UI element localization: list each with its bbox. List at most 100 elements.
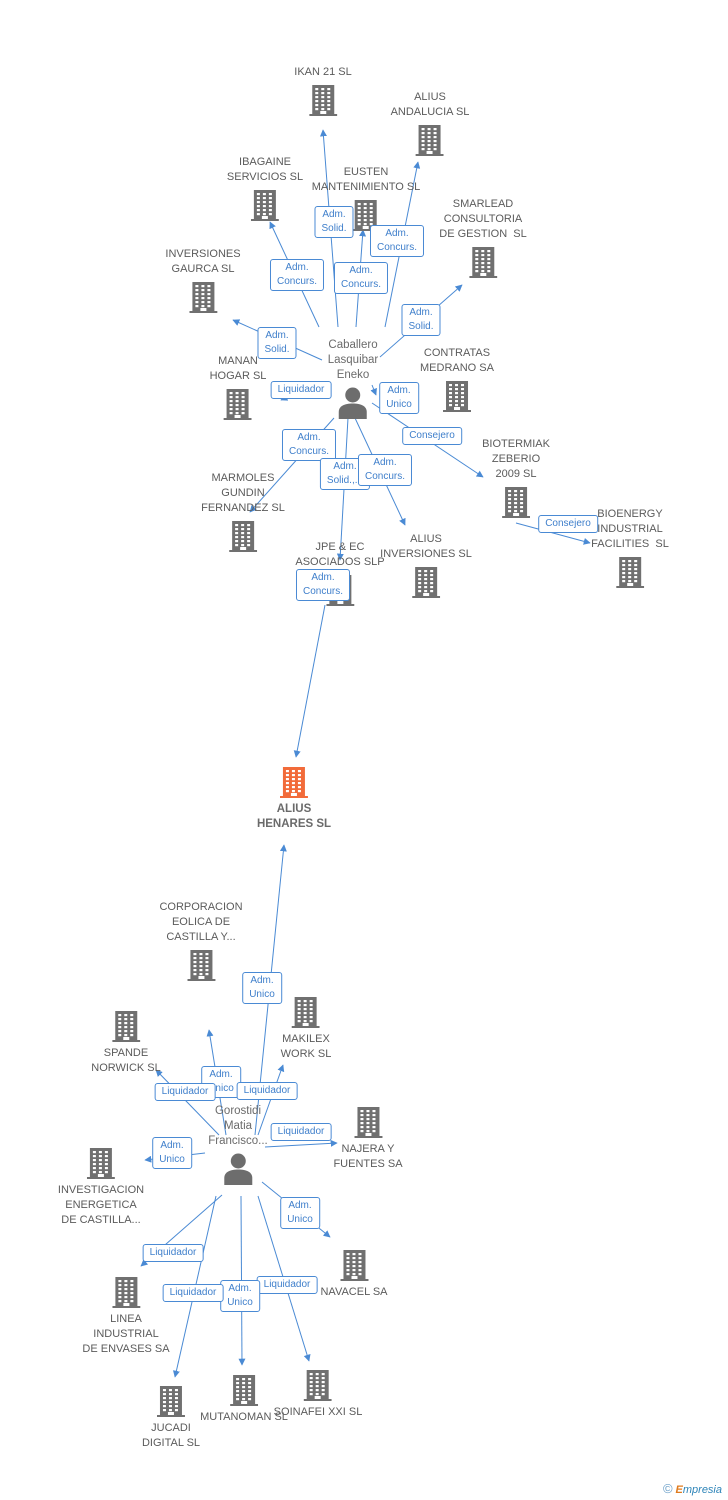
edge-gorostidi-to-najera bbox=[264, 1139, 338, 1148]
building-icon bbox=[223, 516, 263, 556]
node-label: IBAGAINE SERVICIOS SL bbox=[226, 156, 304, 183]
node-soinafei[interactable]: SOINAFEI XXI SL bbox=[274, 1365, 362, 1420]
node-spande[interactable]: SPANDE NORWICK SL bbox=[91, 1006, 161, 1076]
node-label: ALIUS HENARES SL bbox=[256, 803, 332, 830]
node-bioenergy[interactable]: BIOENERGY INDUSTRIAL FACILITIES SL bbox=[591, 507, 669, 592]
node-label: MANAN HOGAR SL bbox=[209, 355, 267, 382]
node-jucadi[interactable]: JUCADI DIGITAL SL bbox=[142, 1381, 200, 1451]
node-label: MARMOLES GUNDIN FERNANDEZ SL bbox=[201, 472, 285, 514]
node-ibagaine[interactable]: IBAGAINE SERVICIOS SL bbox=[227, 155, 303, 225]
node-label: SMARLEAD CONSULTORIA DE GESTION SL bbox=[439, 198, 527, 240]
node-label: INVESTIGACION ENERGETICA DE CASTILLA... bbox=[57, 1184, 145, 1226]
building-icon bbox=[181, 945, 221, 985]
edge-label-mutanoman[interactable]: Adm. Unico bbox=[220, 1280, 260, 1312]
person-icon bbox=[337, 385, 369, 419]
building-icon bbox=[334, 1245, 374, 1285]
edge-label-makilex[interactable]: Liquidador bbox=[236, 1082, 298, 1100]
edge-label-bioenergy[interactable]: Consejero bbox=[538, 515, 598, 533]
node-mananhogar[interactable]: MANAN HOGAR SL bbox=[209, 354, 267, 424]
edge-label-marmoles[interactable]: Adm. Concurs. bbox=[281, 429, 337, 461]
edge-label-contratas[interactable]: Adm. Unico bbox=[379, 382, 419, 414]
node-biotermiak[interactable]: BIOTERMIAK ZEBERIO 2009 SL bbox=[482, 437, 550, 522]
node-label: CONTRATAS MEDRANO SA bbox=[420, 347, 494, 374]
node-navacel[interactable]: NAVACEL SA bbox=[320, 1245, 388, 1300]
person-icon bbox=[222, 1151, 254, 1185]
node-label: BIOTERMIAK ZEBERIO 2009 SL bbox=[482, 438, 550, 480]
edge-label-linea[interactable]: Liquidador bbox=[142, 1244, 204, 1262]
edge-label-ibagaine[interactable]: Adm. Concurs. bbox=[269, 259, 325, 291]
node-eusten[interactable]: EUSTEN MANTENIMIENTO SL bbox=[311, 165, 421, 235]
edge-label-aliusinv[interactable]: Adm. Concurs. bbox=[357, 454, 413, 486]
node-makilex[interactable]: MAKILEX WORK SL bbox=[280, 992, 332, 1062]
building-icon bbox=[610, 552, 650, 592]
edges-layer bbox=[140, 129, 591, 1378]
node-label: JUCADI DIGITAL SL bbox=[141, 1422, 201, 1449]
edge-label-navacel[interactable]: Adm. Unico bbox=[280, 1197, 320, 1229]
edge-label-aliusandalucia[interactable]: Adm. Concurs. bbox=[369, 225, 425, 257]
node-label: INVERSIONES GAURCA SL bbox=[165, 248, 241, 275]
edge-label-smarlead[interactable]: Adm. Solid. bbox=[401, 304, 441, 336]
node-aliushenares[interactable]: ALIUS HENARES SL bbox=[257, 762, 331, 832]
building-icon bbox=[406, 562, 446, 602]
edge-label-investigacion[interactable]: Adm. Unico bbox=[152, 1137, 192, 1169]
building-icon bbox=[106, 1006, 146, 1046]
node-marmoles[interactable]: MARMOLES GUNDIN FERNANDEZ SL bbox=[201, 471, 285, 556]
node-label: LINEA INDUSTRIAL DE ENVASES SA bbox=[82, 1313, 170, 1355]
node-contratas[interactable]: CONTRATAS MEDRANO SA bbox=[420, 346, 494, 416]
node-label: EUSTEN MANTENIMIENTO SL bbox=[311, 166, 421, 193]
node-label: SPANDE NORWICK SL bbox=[91, 1047, 161, 1074]
building-icon bbox=[274, 762, 314, 802]
edge-label-mananhogar[interactable]: Liquidador bbox=[270, 381, 332, 399]
building-icon bbox=[81, 1143, 121, 1183]
node-mutanoman[interactable]: MUTANOMAN SL bbox=[200, 1370, 288, 1425]
edge-biotermiak-to-bioenergy bbox=[515, 522, 591, 545]
node-label: Caballero Lasquibar Eneko bbox=[327, 339, 379, 381]
node-corporacion[interactable]: CORPORACION EOLICA DE CASTILLA Y... bbox=[159, 900, 243, 985]
edge-label-najera[interactable]: Liquidador bbox=[270, 1123, 332, 1141]
building-icon bbox=[218, 384, 258, 424]
node-label: Gorostidi Matia Francisco... bbox=[208, 1105, 268, 1147]
building-icon bbox=[224, 1370, 264, 1410]
copyright-symbol: © bbox=[662, 1481, 673, 1496]
edge-label-soinafei[interactable]: Liquidador bbox=[256, 1276, 318, 1294]
building-icon bbox=[183, 277, 223, 317]
node-label: MAKILEX WORK SL bbox=[280, 1033, 332, 1060]
edge-label-aliushenares[interactable]: Adm. Concurs. bbox=[295, 569, 351, 601]
node-ikan21[interactable]: IKAN 21 SL bbox=[294, 65, 352, 120]
node-label: ALIUS INVERSIONES SL bbox=[380, 533, 472, 560]
node-label: MUTANOMAN SL bbox=[200, 1411, 288, 1423]
footer-brand[interactable]: ©Empresia bbox=[663, 1481, 722, 1496]
edge-label-aliushenares[interactable]: Adm. Unico bbox=[242, 972, 282, 1004]
node-label: JPE & EC ASOCIADOS SLP bbox=[295, 541, 385, 568]
edge-caballero-to-aliushenares bbox=[293, 604, 326, 758]
edge-label-jucadi[interactable]: Liquidador bbox=[162, 1284, 224, 1302]
node-label: BIOENERGY INDUSTRIAL FACILITIES SL bbox=[591, 508, 669, 550]
node-caballero[interactable]: Caballero Lasquibar Eneko bbox=[327, 338, 379, 419]
node-label: ALIUS ANDALUCIA SL bbox=[390, 91, 470, 118]
edge-label-spande[interactable]: Liquidador bbox=[154, 1083, 216, 1101]
building-icon bbox=[286, 992, 326, 1032]
building-icon bbox=[303, 80, 343, 120]
node-smarlead[interactable]: SMARLEAD CONSULTORIA DE GESTION SL bbox=[439, 197, 527, 282]
building-icon bbox=[346, 195, 386, 235]
brand-name: mpresia bbox=[682, 1484, 722, 1496]
node-najera[interactable]: NAJERA Y FUENTES SA bbox=[333, 1102, 403, 1172]
node-label: CORPORACION EOLICA DE CASTILLA Y... bbox=[159, 901, 243, 943]
edge-label-eusten[interactable]: Adm. Concurs. bbox=[333, 262, 389, 294]
edge-label-gaurca[interactable]: Adm. Solid. bbox=[257, 327, 297, 359]
node-aliusandalucia[interactable]: ALIUS ANDALUCIA SL bbox=[390, 90, 470, 160]
edge-label-ikan21[interactable]: Adm. Solid. bbox=[314, 206, 354, 238]
node-label: NAJERA Y FUENTES SA bbox=[333, 1143, 403, 1170]
building-icon bbox=[437, 376, 477, 416]
edge-label-biotermiak[interactable]: Consejero bbox=[402, 427, 462, 445]
building-icon bbox=[245, 185, 285, 225]
node-gorostidi[interactable]: Gorostidi Matia Francisco... bbox=[208, 1104, 268, 1185]
node-linea[interactable]: LINEA INDUSTRIAL DE ENVASES SA bbox=[82, 1272, 170, 1357]
node-label: NAVACEL SA bbox=[320, 1286, 388, 1298]
building-icon bbox=[348, 1102, 388, 1142]
edge-gorostidi-to-spande bbox=[155, 1069, 220, 1136]
node-investigacion[interactable]: INVESTIGACION ENERGETICA DE CASTILLA... bbox=[58, 1143, 144, 1228]
node-aliusinv[interactable]: ALIUS INVERSIONES SL bbox=[380, 532, 472, 602]
node-gaurca[interactable]: INVERSIONES GAURCA SL bbox=[165, 247, 241, 317]
edge-caballero-to-contratas bbox=[370, 384, 377, 396]
